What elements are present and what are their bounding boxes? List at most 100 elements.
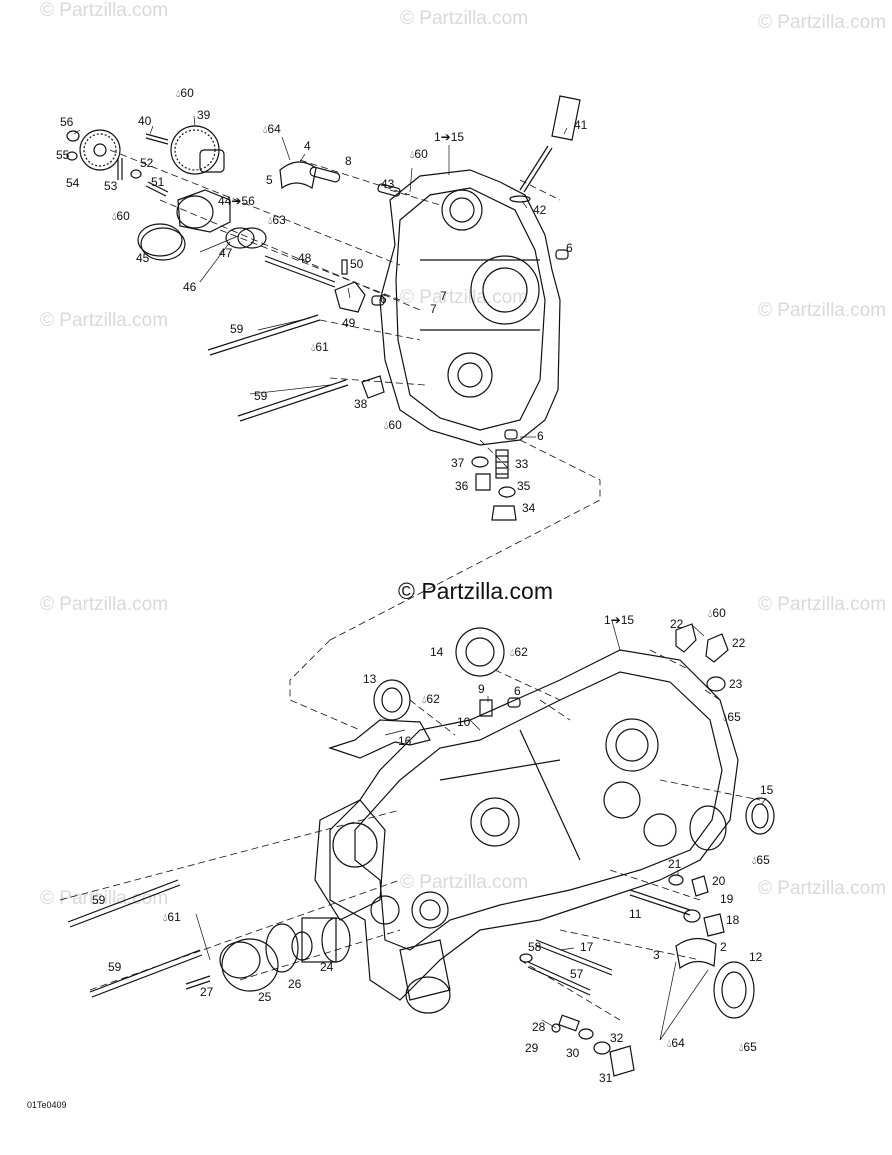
callout-65: 💧︎65 — [723, 710, 741, 724]
watermark: © Partzilla.com — [758, 300, 887, 321]
crankcase-half-top — [379, 169, 561, 446]
screw-40 — [145, 133, 169, 145]
drop-icon: 💧︎ — [268, 215, 273, 227]
spring-33 — [495, 449, 509, 479]
watermark: © Partzilla.com — [40, 0, 169, 21]
callout-60: 💧︎60 — [708, 606, 726, 620]
callout-62: 💧︎62 — [510, 645, 528, 659]
callout-59: 59 — [230, 322, 244, 336]
drop-icon: 💧︎ — [708, 608, 713, 620]
callout-61: 💧︎61 — [163, 910, 181, 924]
callout-41: 41 — [574, 118, 588, 132]
callout-7: 7 — [440, 289, 447, 303]
drop-icon: 💧︎ — [384, 420, 389, 432]
callout-20: 20 — [712, 874, 726, 888]
drop-icon: 💧︎ — [311, 342, 316, 354]
callout-29: 29 — [525, 1041, 539, 1055]
callout-23: 23 — [729, 677, 743, 691]
watermark: © Partzilla.com — [400, 872, 529, 893]
watermark: © Partzilla.com — [400, 8, 529, 29]
callout-40: 40 — [138, 114, 152, 128]
callout-33: 33 — [515, 457, 529, 471]
callout-62: 💧︎62 — [422, 692, 440, 706]
gasket-16 — [328, 719, 431, 759]
callout-51: 51 — [151, 175, 165, 189]
callout-22: 22 — [670, 617, 684, 631]
bearing-13 — [373, 679, 411, 721]
callout-24: 24 — [320, 960, 334, 974]
callout-8: 8 — [345, 154, 352, 168]
plug-18 — [703, 913, 725, 937]
drop-icon: 💧︎ — [422, 694, 427, 706]
callout-14: 14 — [430, 645, 444, 659]
callout-25: 25 — [258, 990, 272, 1004]
callout-56: 56 — [60, 115, 74, 129]
stud-59 — [207, 314, 349, 422]
bearing-14 — [455, 627, 505, 677]
drop-icon: 💧︎ — [510, 647, 515, 659]
callout-26: 26 — [288, 977, 302, 991]
drop-icon: 💧︎ — [176, 88, 181, 100]
callout-32: 32 — [610, 1031, 624, 1045]
callout-58: 58 — [528, 940, 542, 954]
callout-19: 19 — [720, 892, 734, 906]
callout-65: 💧︎65 — [752, 853, 770, 867]
callout-10: 10 — [457, 715, 471, 729]
watermark: © Partzilla.com — [758, 878, 887, 899]
gear-39 — [170, 125, 225, 175]
valve-22 — [675, 623, 697, 653]
callout-39: 39 — [197, 108, 211, 122]
crankcase-half-bottom — [329, 649, 739, 1014]
oil-seal-15 — [745, 797, 775, 835]
callout-54: 54 — [66, 176, 80, 190]
callout-63: 💧︎63 — [268, 213, 286, 227]
drop-icon: 💧︎ — [667, 1038, 672, 1050]
callout-6: 6 — [380, 292, 387, 306]
callout-5: 5 — [266, 173, 273, 187]
callout-2: 2 — [720, 940, 727, 954]
sensor-38 — [361, 375, 385, 399]
callout-6: 6 — [566, 241, 573, 255]
shaft-48 — [264, 255, 336, 283]
callout-60: 💧︎60 — [112, 209, 130, 223]
drop-icon: 💧︎ — [163, 912, 168, 924]
callout-16: 16 — [398, 734, 412, 748]
callout-48: 48 — [298, 251, 312, 265]
callout-64: 💧︎64 — [667, 1036, 685, 1050]
callout-61: 💧︎61 — [311, 340, 329, 354]
callout-60: 💧︎60 — [384, 418, 402, 432]
callout-7: 7 — [430, 302, 437, 316]
pump-housing — [176, 189, 231, 233]
callout-42: 42 — [533, 203, 547, 217]
callout-13: 13 — [363, 672, 377, 686]
callout-55: 55 — [56, 148, 70, 162]
callout-1-15: 1➔15 — [604, 613, 635, 627]
diagram-code: 01Te0409 — [27, 1100, 67, 1110]
watermark: © Partzilla.com — [40, 594, 169, 615]
watermark: © Partzilla.com — [40, 310, 169, 331]
watermark: © Partzilla.com — [40, 888, 169, 909]
callout-44-56: 44➔56 — [218, 194, 255, 208]
callout-18: 18 — [726, 913, 740, 927]
callout-37: 37 — [451, 456, 465, 470]
callout-17: 17 — [580, 940, 594, 954]
assembly-guide-lines — [109, 149, 601, 641]
drop-icon: 💧︎ — [112, 211, 117, 223]
callout-59: 59 — [108, 960, 122, 974]
callout-15: 15 — [760, 783, 774, 797]
copyright-credit: © Partzilla.com — [398, 578, 553, 604]
callout-6: 6 — [514, 684, 521, 698]
callout-49: 49 — [342, 316, 356, 330]
callout-30: 30 — [566, 1046, 580, 1060]
callout-46: 46 — [183, 280, 197, 294]
cover-25 — [219, 938, 279, 992]
callout-53: 53 — [104, 179, 118, 193]
callout-22: 22 — [732, 636, 746, 650]
spring-28 — [558, 1014, 580, 1032]
dipstick-41 — [519, 95, 581, 193]
callout-36: 36 — [455, 479, 469, 493]
drop-icon: 💧︎ — [723, 712, 728, 724]
bearing-half — [675, 937, 717, 970]
callout-65: 💧︎65 — [739, 1040, 757, 1054]
